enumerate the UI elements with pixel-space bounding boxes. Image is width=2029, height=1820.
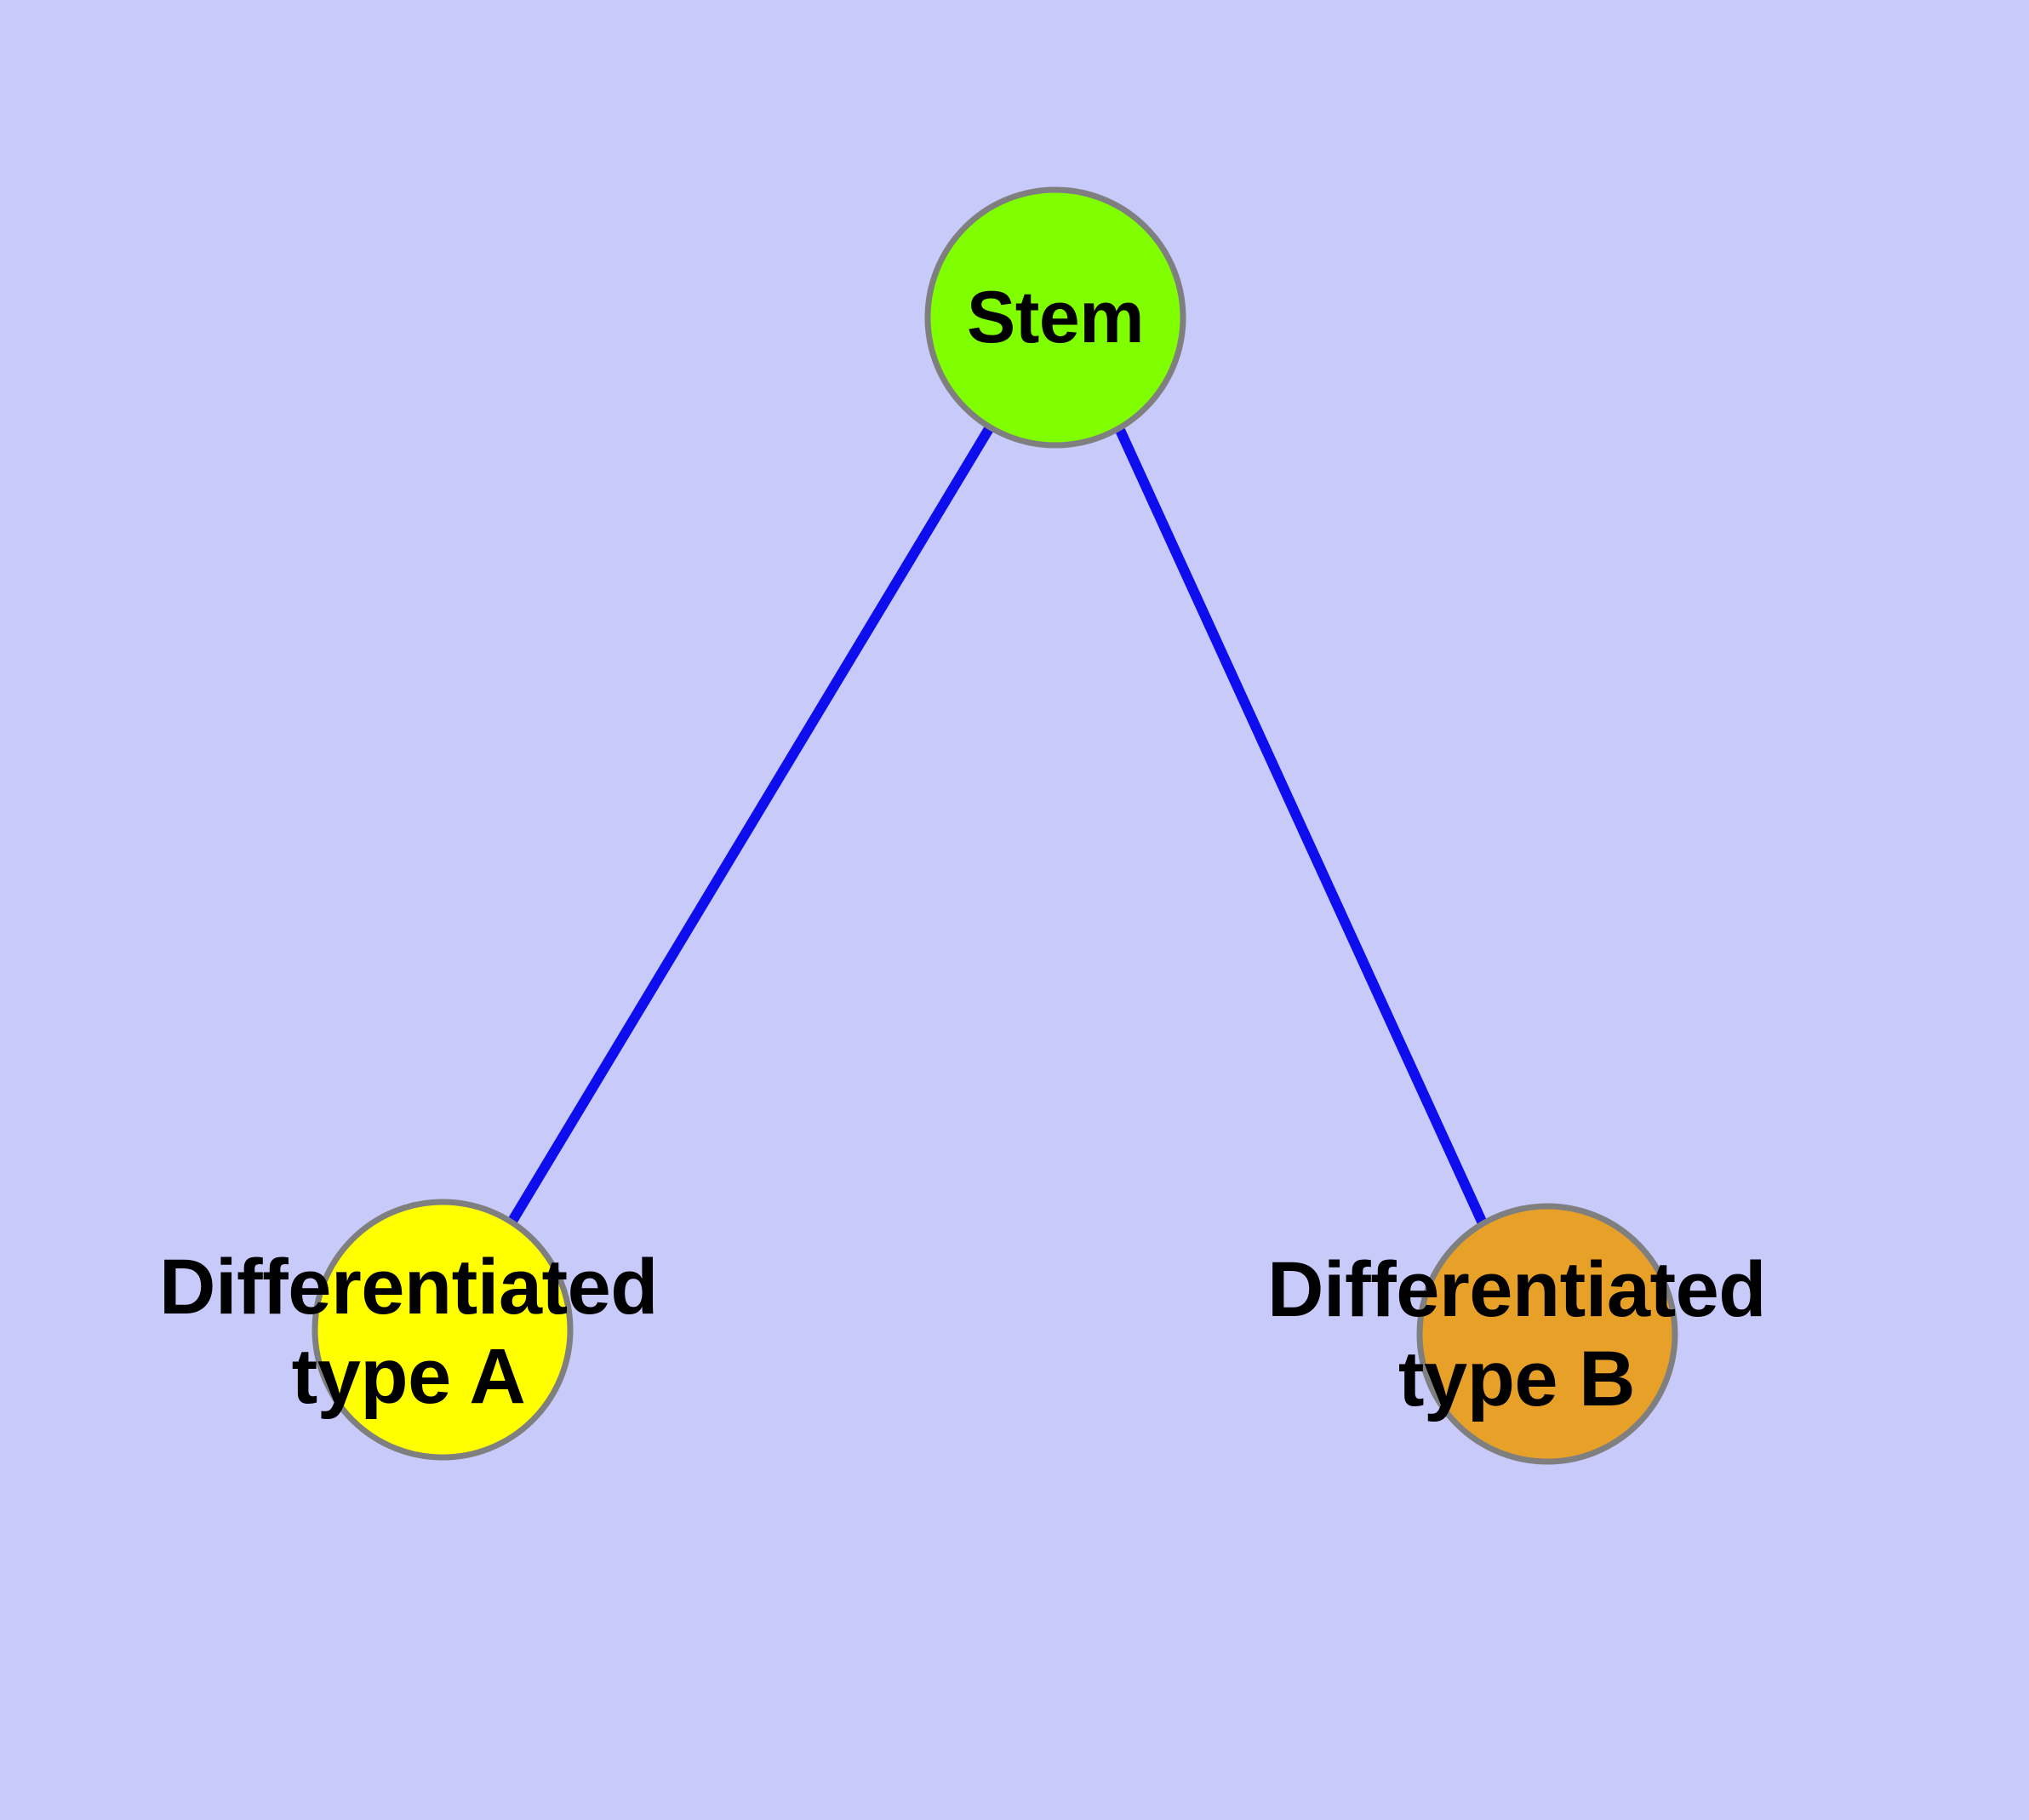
- node-differentiated-type-a[interactable]: [311, 1199, 574, 1461]
- edge-layer: [506, 424, 1488, 1226]
- node-differentiated-type-b[interactable]: [1416, 1203, 1678, 1465]
- node-layer: [311, 186, 1678, 1465]
- edge-stem-to-diff-a[interactable]: [506, 424, 995, 1226]
- edge-stem-to-diff-b[interactable]: [1114, 426, 1488, 1226]
- node-stem[interactable]: [924, 186, 1186, 449]
